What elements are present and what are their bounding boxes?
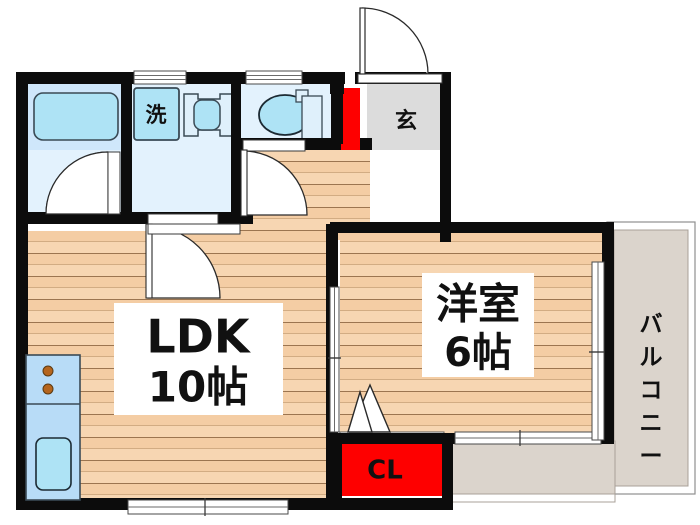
balcony-label: バ ル コ ニ ー <box>640 312 663 470</box>
balcony-char-0: バ <box>640 312 663 338</box>
toilet-door-swing <box>242 150 308 216</box>
washing-machine-icon <box>133 87 180 141</box>
bedroom-sliding-door[interactable] <box>328 286 341 433</box>
balcony-sliding-door[interactable] <box>589 261 605 441</box>
bathroom-door-swing-fill <box>45 151 109 215</box>
entrance-door[interactable] <box>357 7 443 84</box>
stove-burner-icon-2 <box>42 383 54 395</box>
balcony-char-1: ル <box>640 345 663 371</box>
toilet-door[interactable] <box>240 139 308 217</box>
bedroom-door-swing-icon <box>347 389 373 433</box>
closet-label: CL <box>367 456 403 486</box>
toilet-area <box>240 82 332 144</box>
shoe-cabinet-icon <box>340 88 360 150</box>
balcony-char-4: ー <box>640 444 663 470</box>
ldk-label-line2: 10帖 <box>148 363 248 412</box>
toilet-window[interactable] <box>245 70 303 85</box>
toilet-door-threshold[interactable] <box>242 139 306 152</box>
bathroom-door-panel[interactable] <box>107 151 121 215</box>
toilet-door-leaf[interactable] <box>240 149 248 217</box>
ldk-label-line1: LDK <box>146 310 251 364</box>
balcony-floor <box>613 229 689 487</box>
balcony-char-3: ニ <box>640 411 663 437</box>
closet-fill[interactable] <box>340 441 444 496</box>
toilet-tank-icon <box>301 95 323 143</box>
ldk-window[interactable] <box>127 498 289 516</box>
ldk-label-backdrop <box>114 303 283 415</box>
entrance-door-swing-arc <box>361 7 429 75</box>
vanity-basin-icon <box>193 99 221 131</box>
washroom-window[interactable] <box>133 70 187 85</box>
western-label-line1: 洋室 <box>436 280 520 329</box>
washroom-area: 洗 <box>131 82 234 217</box>
kitchen-sink-icon <box>35 437 72 491</box>
entrance-door-panel[interactable] <box>359 7 366 75</box>
stove-burner-icon <box>42 365 54 377</box>
bathtub-icon <box>33 92 119 141</box>
genkan-area: 玄 <box>340 82 445 150</box>
genkan-floor <box>367 82 445 150</box>
lower-terrace <box>442 440 616 495</box>
genkan-label: 玄 <box>395 108 417 134</box>
ldk-entry-door[interactable] <box>147 223 241 235</box>
western-label-line2: 6帖 <box>444 330 512 376</box>
ldk-door-threshold[interactable] <box>147 223 241 235</box>
bedroom-bottom-window[interactable] <box>454 430 602 446</box>
western-label-backdrop <box>422 273 534 377</box>
washer-label: 洗 <box>146 103 167 127</box>
western-room-label-group: 洋室 6帖 <box>422 273 534 377</box>
balcony-area: バ ル コ ニ ー <box>606 221 696 495</box>
ldk-label-group: LDK 10帖 <box>114 303 283 415</box>
balcony-char-2: コ <box>640 378 663 404</box>
entrance-door-threshold[interactable] <box>357 73 443 84</box>
kitchen-unit <box>25 354 81 501</box>
washroom-door-leaf[interactable] <box>145 223 153 299</box>
bathroom-door[interactable] <box>45 151 121 215</box>
